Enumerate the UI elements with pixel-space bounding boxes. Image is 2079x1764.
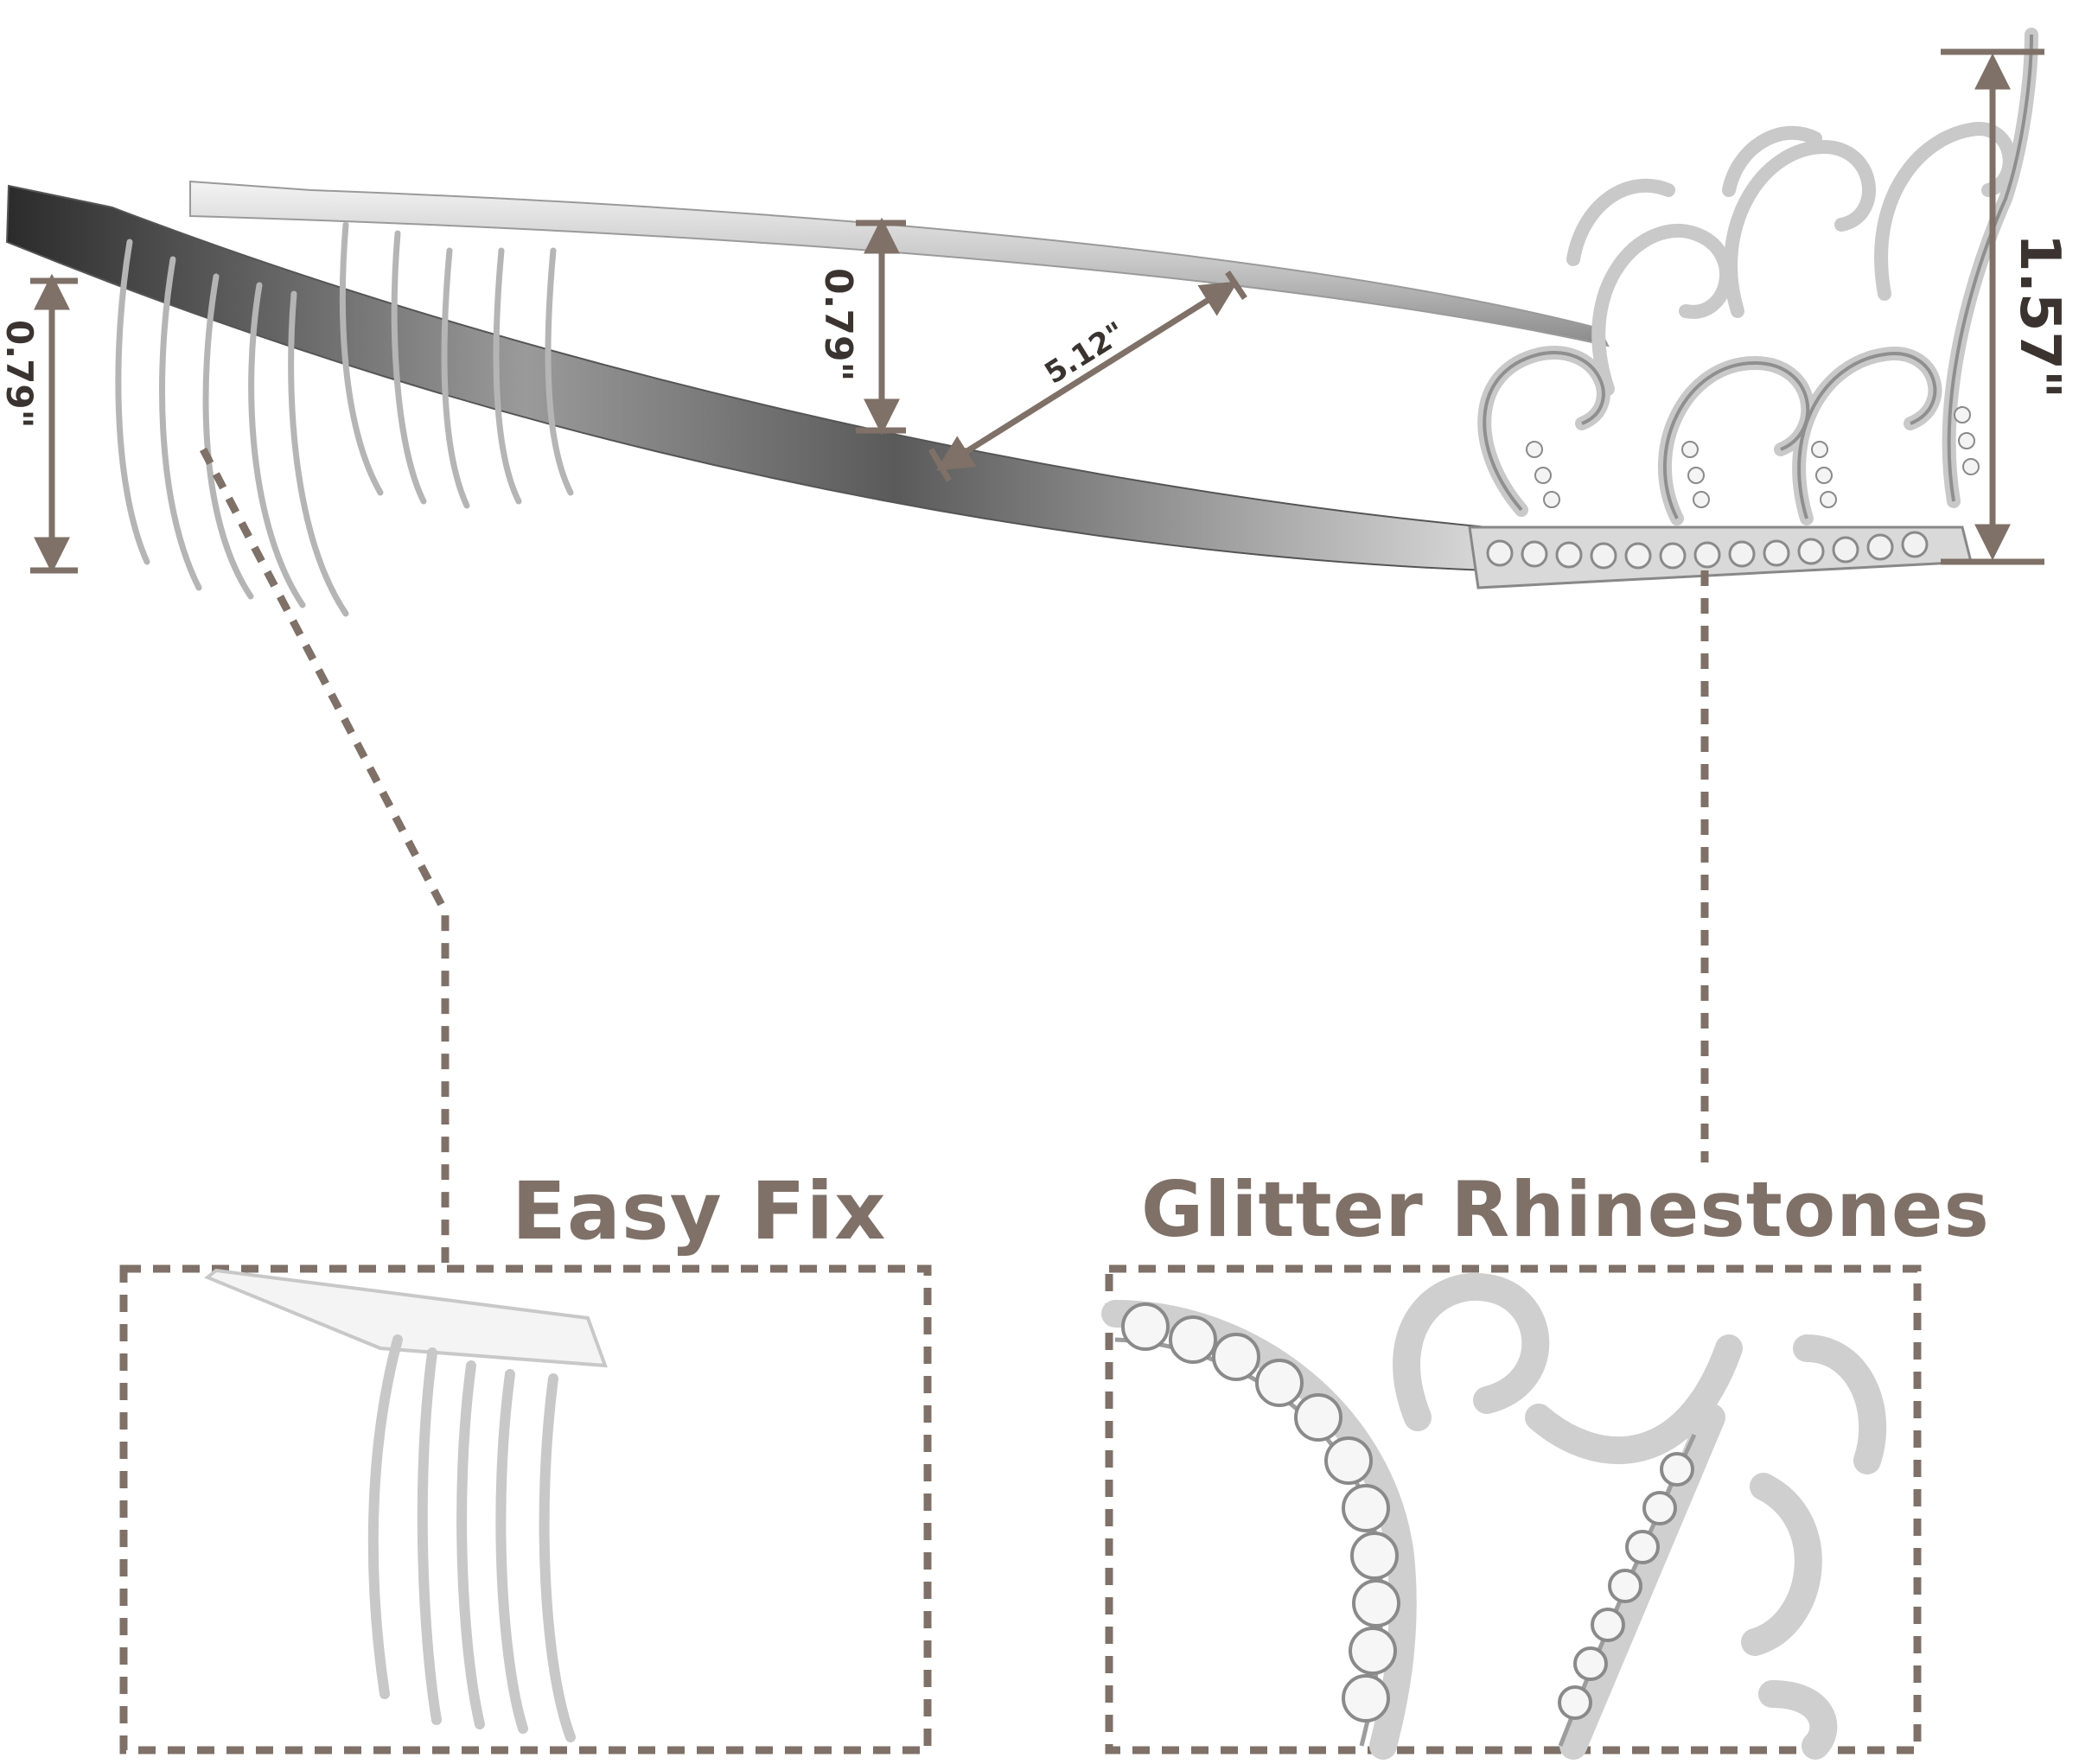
- easy-fix-callout: [119, 1264, 932, 1754]
- comb-closeup-teeth: [367, 1334, 576, 1742]
- comb-height-label: 0.79": [0, 320, 41, 429]
- front-band: [5, 184, 1488, 572]
- leader-lines: [200, 447, 1709, 1270]
- comb-teeth: [115, 221, 574, 617]
- comb-closeup-bar: [204, 1268, 608, 1368]
- glitter-rhinestones-title: Glitter Rhinestones: [1141, 1165, 1990, 1254]
- tiara-illustration: [5, 28, 2038, 617]
- back-band: [189, 180, 1610, 347]
- crown-height-label: 1.57": [2007, 233, 2071, 398]
- crown-rhinestones: [1526, 406, 1980, 508]
- crown-scrollwork-shadow: [1483, 34, 2033, 519]
- easy-fix-title: Easy Fix: [512, 1165, 887, 1258]
- band-gap-label: 0.79": [816, 268, 860, 381]
- base-rhinestones: [1486, 531, 1929, 570]
- closeup-rhinestones: [1121, 1302, 1694, 1723]
- glitter-callout: [1101, 1264, 1922, 1760]
- dimension-markers: [30, 48, 2044, 574]
